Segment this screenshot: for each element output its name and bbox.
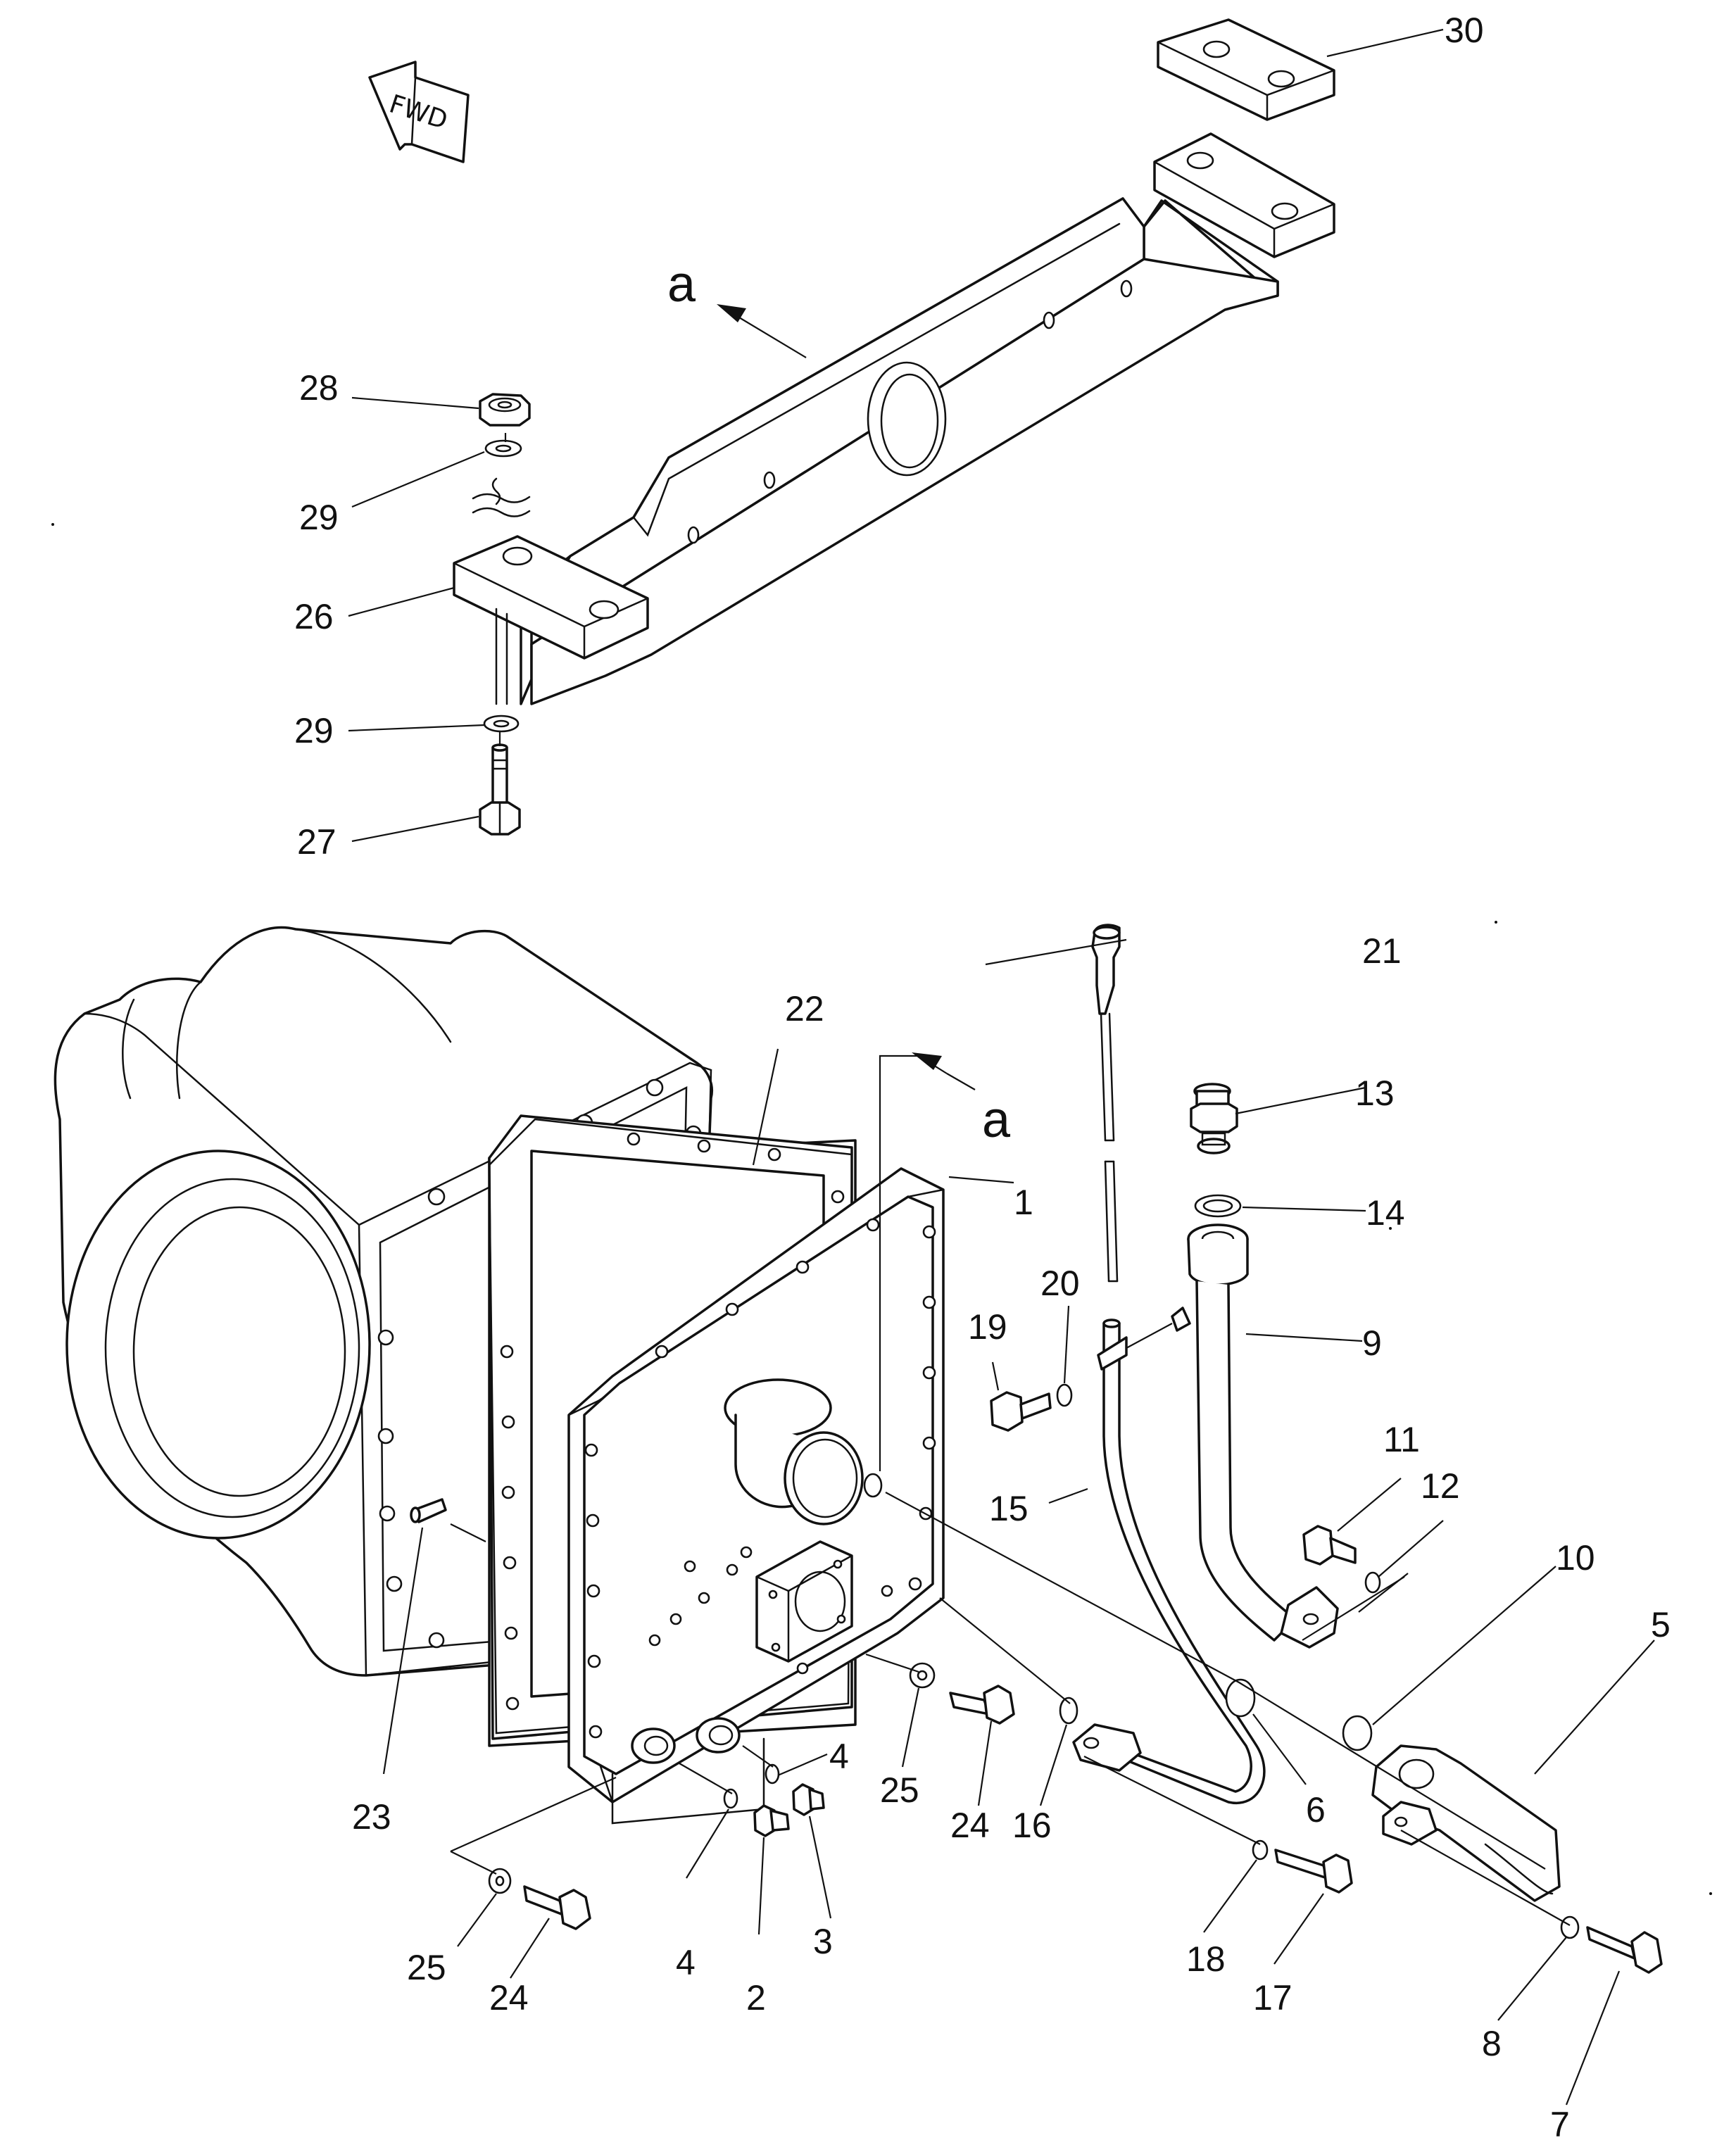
callout-29-upper: 29: [299, 498, 339, 537]
callout-21: 21: [1362, 931, 1402, 971]
callout-19: 19: [968, 1307, 1007, 1347]
callout-16: 16: [1012, 1806, 1052, 1845]
callout-8: 8: [1482, 2024, 1502, 2063]
callout-4-left: 4: [676, 1943, 696, 1982]
callout-28: 28: [299, 368, 339, 408]
plate-30: [1157, 18, 1335, 121]
spring-washer: [472, 477, 531, 517]
callout-3: 3: [813, 1922, 833, 1961]
callout-13: 13: [1355, 1074, 1395, 1113]
bolt-17: [1274, 1849, 1353, 1894]
dipstick-21: [1091, 924, 1121, 1283]
washer-29-upper: [484, 439, 522, 458]
plug-2: [753, 1804, 790, 1837]
callout-17: 17: [1253, 1978, 1292, 2018]
bolt-11: [1302, 1525, 1357, 1566]
o-ring-6: [1225, 1678, 1256, 1718]
plug-3: [792, 1783, 825, 1816]
callout-26: 26: [294, 597, 334, 636]
plug-13: [1190, 1083, 1238, 1154]
bracket-26: [453, 132, 1335, 705]
callout-7: 7: [1550, 2105, 1570, 2140]
bolt-24-right: [949, 1685, 1015, 1725]
callout-labels: 30 28 29 26 29 27 22 21 13 1 14 20 19 9 …: [294, 11, 1671, 2140]
view-a-arrow-lower: a: [863, 1052, 1011, 1498]
fwd-arrow-icon: FWD: [368, 61, 470, 163]
callout-20: 20: [1040, 1264, 1080, 1303]
callout-18: 18: [1186, 1939, 1226, 1979]
washer-25-left: [488, 1868, 512, 1894]
pin-23: [410, 1498, 486, 1542]
cover-1: [567, 1167, 945, 1825]
leader-lines: [348, 28, 1655, 2106]
callout-14: 14: [1366, 1193, 1405, 1233]
elbow-5: [1371, 1744, 1561, 1902]
callout-27: 27: [297, 822, 336, 862]
o-ring-10: [1342, 1715, 1373, 1751]
callout-6: 6: [1306, 1790, 1326, 1830]
bolt-24-left: [523, 1885, 591, 1930]
callout-10: 10: [1556, 1538, 1595, 1578]
washer-25-right: [909, 1662, 936, 1689]
view-letter-upper: a: [667, 256, 696, 313]
callout-22: 22: [785, 989, 824, 1028]
washer-29-lower: [483, 715, 520, 733]
callout-12: 12: [1421, 1466, 1460, 1506]
washer-18: [1252, 1839, 1269, 1861]
nut-28: [479, 393, 531, 427]
callout-11: 11: [1383, 1420, 1420, 1459]
callout-25-left: 25: [407, 1948, 446, 1987]
washer-8: [1560, 1915, 1580, 1939]
callout-30: 30: [1445, 11, 1484, 50]
callout-23: 23: [352, 1797, 391, 1837]
bolt-19: [990, 1391, 1052, 1432]
view-letter-lower: a: [982, 1092, 1011, 1148]
callout-9: 9: [1362, 1323, 1382, 1363]
bolt-27: [479, 743, 521, 836]
o-ring-4-right: [765, 1763, 780, 1785]
callout-1: 1: [1014, 1183, 1033, 1222]
o-ring-16: [1059, 1697, 1078, 1725]
callout-25-right: 25: [880, 1770, 919, 1810]
washer-20: [1056, 1383, 1073, 1407]
bolt-7: [1586, 1926, 1663, 1974]
callout-4-right: 4: [829, 1737, 849, 1776]
callout-24-left: 24: [489, 1978, 529, 2018]
washer-14: [1194, 1194, 1242, 1218]
callout-5: 5: [1651, 1605, 1671, 1644]
callout-2: 2: [746, 1978, 766, 2018]
filler-tube-9: [1187, 1223, 1339, 1649]
callout-24-right: 24: [950, 1806, 990, 1845]
callout-29-lower: 29: [294, 711, 334, 750]
o-ring-4-left: [723, 1788, 738, 1809]
view-a-arrow-upper: a: [667, 256, 807, 358]
washer-12: [1364, 1571, 1381, 1594]
callout-15: 15: [989, 1489, 1029, 1528]
